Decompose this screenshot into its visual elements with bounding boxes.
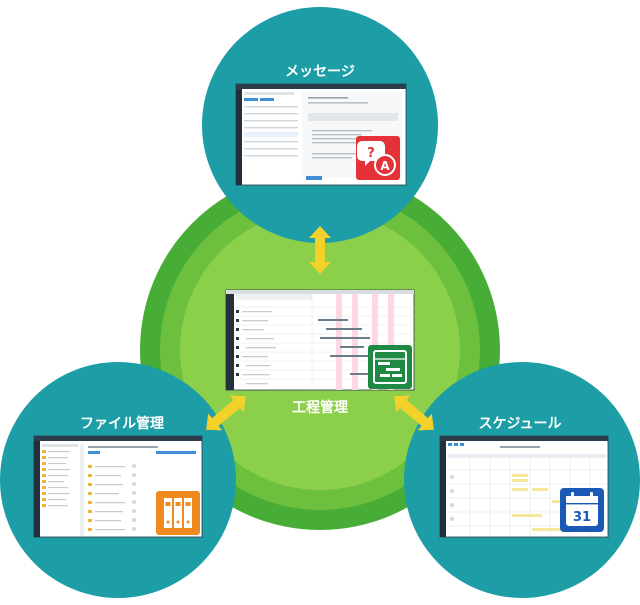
arrow-file-center [206,395,246,431]
arrow-message-center [309,226,331,274]
qa-icon: ? A [356,136,400,180]
schedule-node-label: スケジュール [478,416,561,432]
binder-icon [156,491,200,535]
calendar-icon-number: 31 [573,510,591,525]
arrow-schedule-center [394,395,434,431]
schedule-screenshot [439,435,609,538]
file-node-label: ファイル管理 [80,415,164,432]
gantt-screenshot [225,289,415,391]
calendar-icon: 31 [560,488,604,532]
center-label: 工程管理 [292,399,348,416]
gantt-icon [368,345,412,389]
message-node-label: メッセージ [285,64,355,80]
svg-text:?: ? [367,146,375,161]
svg-text:A: A [380,159,390,173]
